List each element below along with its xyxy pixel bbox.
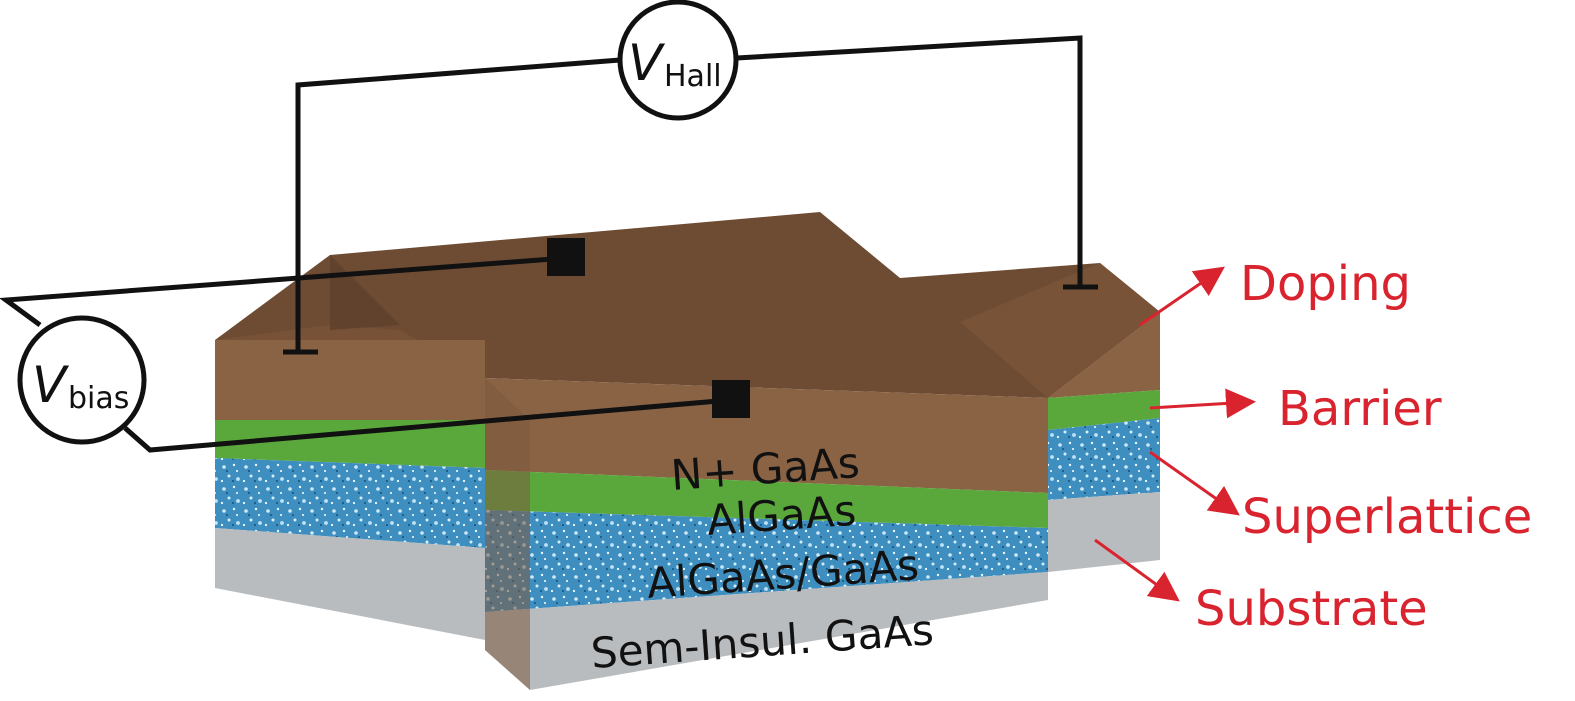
hall-wire-left	[295, 57, 621, 352]
bias-voltmeter-symbol: V	[32, 356, 70, 414]
hall-wire-right	[736, 35, 1083, 287]
callout-arrow-superlattice	[1149, 450, 1240, 516]
layer-label-barrier: AlGaAs	[705, 486, 857, 545]
bias-voltmeter-subscript: bias	[68, 381, 129, 416]
callout-label-barrier: Barrier	[1278, 381, 1442, 437]
hall-voltmeter-subscript: Hall	[664, 59, 722, 94]
right-arm-front	[1048, 312, 1160, 572]
callout-arrows	[1094, 266, 1256, 602]
callout-arrow-barrier	[1149, 388, 1256, 419]
callout-arrow-substrate	[1094, 538, 1180, 602]
hall-voltmeter-symbol: V	[628, 34, 666, 92]
callout-arrow-doping	[1139, 266, 1225, 327]
bias-voltmeter: V bias	[17, 315, 147, 445]
bias-wire-top	[0, 255, 567, 328]
wiring	[0, 35, 1098, 453]
callout-label-doping: Doping	[1240, 256, 1411, 312]
callout-labels: Doping Barrier Superlattice Substrate	[1195, 256, 1532, 637]
left-arm-front	[215, 340, 485, 640]
hall-voltmeter: V Hall	[617, 0, 739, 121]
callout-label-substrate: Substrate	[1195, 581, 1428, 637]
bias-wire-bottom	[123, 397, 731, 453]
callout-label-superlattice: Superlattice	[1242, 489, 1532, 545]
